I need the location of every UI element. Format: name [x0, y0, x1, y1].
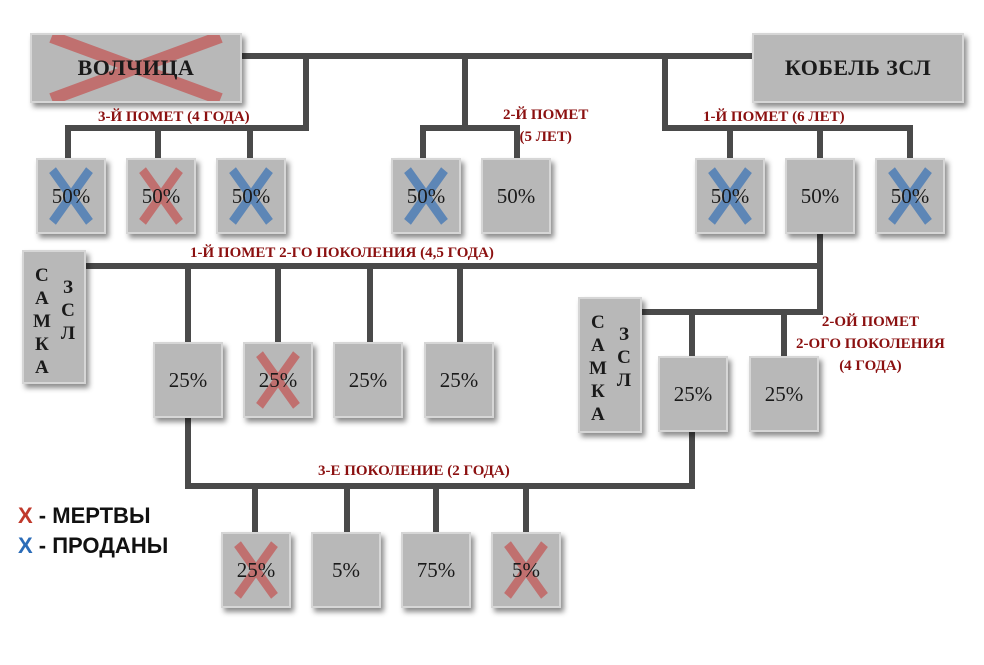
gen2-litter-1-label: 1-Й ПОМЕТ 2-ГО ПОКОЛЕНИЯ (4,5 ГОДА)	[190, 245, 494, 261]
vertical-letter: С	[35, 265, 49, 286]
gen2-litter-2-label-line3: (4 ГОДА)	[839, 358, 902, 374]
pup-box: 50%	[126, 158, 196, 234]
gen2-litter-2-label-line2: 2-ОГО ПОКОЛЕНИЯ	[796, 336, 945, 352]
pup-box: 50%	[391, 158, 461, 234]
vertical-letter: А	[35, 357, 49, 378]
pup-box: 50%	[695, 158, 765, 234]
pup-box: 50%	[481, 158, 551, 234]
vertical-letter: С	[617, 347, 631, 368]
pup-box: 50%	[875, 158, 945, 234]
legend-dead-symbol: Х	[18, 503, 33, 528]
pup-box: 25%	[424, 342, 494, 418]
legend-dead: Х - МЕРТВЫ	[18, 503, 151, 529]
legend-sold: Х - ПРОДАНЫ	[18, 533, 168, 559]
pup-box: 5%	[491, 532, 561, 608]
pup-percent: 50%	[141, 183, 181, 208]
vertical-letter: Л	[60, 323, 76, 344]
pup-box: 5%	[311, 532, 381, 608]
pup-box: 25%	[153, 342, 223, 418]
pup-percent: 25%	[764, 381, 804, 406]
pup-percent: 5%	[512, 557, 540, 582]
vertical-letter: Л	[616, 370, 632, 391]
pup-box: 25%	[243, 342, 313, 418]
pup-box: 50%	[216, 158, 286, 234]
vertical-letter: М	[32, 311, 51, 332]
pup-box: 25%	[658, 356, 728, 432]
parent-male-label: КОБЕЛЬ ЗСЛ	[784, 55, 932, 80]
vertical-letter: А	[591, 404, 605, 425]
vertical-letter: М	[588, 358, 607, 379]
pup-percent: 5%	[332, 557, 360, 582]
pup-percent: 50%	[710, 183, 750, 208]
litter-2-label: 2-Й ПОМЕТ (5 ЛЕТ)	[503, 104, 588, 148]
litter-2-label-line2: (5 ЛЕТ)	[519, 129, 572, 145]
parent-female-label: ВОЛЧИЦА	[77, 55, 195, 80]
pup-percent: 25%	[673, 381, 713, 406]
gen2-litter-2-label: 2-ОЙ ПОМЕТ 2-ОГО ПОКОЛЕНИЯ (4 ГОДА)	[796, 311, 945, 377]
pup-box: 25%	[333, 342, 403, 418]
parent-male-zsl: КОБЕЛЬ ЗСЛ	[752, 33, 964, 103]
gen3-label: 3-Е ПОКОЛЕНИЕ (2 ГОДА)	[318, 463, 510, 479]
pup-percent: 50%	[800, 183, 840, 208]
pup-percent: 50%	[231, 183, 271, 208]
pup-percent: 25%	[439, 367, 479, 392]
vertical-letter: З	[618, 324, 629, 345]
vertical-letter: А	[35, 288, 49, 309]
pup-percent: 25%	[348, 367, 388, 392]
parent-female-wolf: ВОЛЧИЦА	[30, 33, 242, 103]
legend-sold-text: - ПРОДАНЫ	[32, 533, 169, 558]
pup-percent: 50%	[51, 183, 91, 208]
vertical-letter: К	[35, 334, 49, 355]
pup-percent: 25%	[168, 367, 208, 392]
pup-percent: 75%	[416, 557, 456, 582]
pup-percent: 25%	[236, 557, 276, 582]
pup-percent: 50%	[406, 183, 446, 208]
litter-3-label: 3-Й ПОМЕТ (4 ГОДА)	[98, 109, 250, 125]
vertical-letter: А	[591, 335, 605, 356]
vertical-letter: С	[591, 312, 605, 333]
litter-1-label: 1-Й ПОМЕТ (6 ЛЕТ)	[703, 109, 845, 125]
legend-sold-symbol: Х	[18, 533, 33, 558]
pup-percent: 50%	[496, 183, 536, 208]
pup-box: 75%	[401, 532, 471, 608]
pup-box: 50%	[785, 158, 855, 234]
vertical-letter: З	[62, 277, 73, 298]
legend-dead-text: - МЕРТВЫ	[32, 503, 151, 528]
pup-percent: 50%	[890, 183, 930, 208]
pup-box: 50%	[36, 158, 106, 234]
vertical-letter: С	[61, 300, 75, 321]
pup-box: 25%	[221, 532, 291, 608]
vertical-letter: К	[591, 381, 605, 402]
pup-box: 25%	[749, 356, 819, 432]
gen2-litter-2-label-line1: 2-ОЙ ПОМЕТ	[821, 314, 919, 330]
pup-percent: 25%	[258, 367, 298, 392]
litter-2-label-line1: 2-Й ПОМЕТ	[503, 107, 589, 123]
